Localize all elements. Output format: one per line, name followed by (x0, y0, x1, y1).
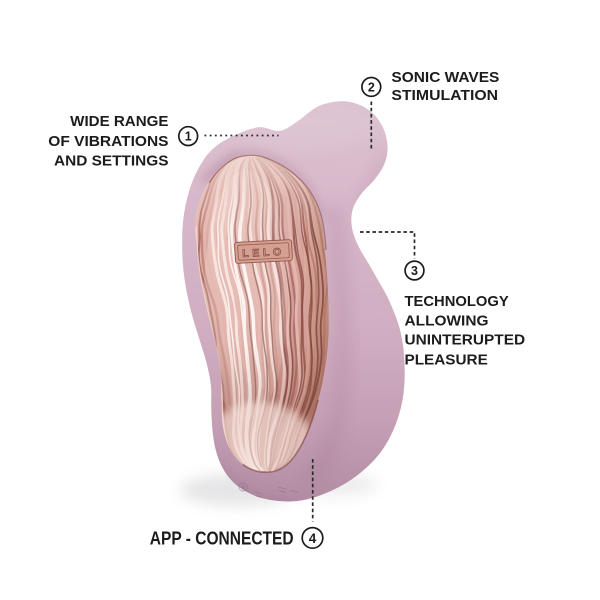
svg-text:1: 1 (185, 130, 192, 144)
svg-text:3: 3 (411, 264, 418, 278)
svg-text:APP - CONNECTED: APP - CONNECTED (150, 528, 294, 548)
svg-text:AND SETTINGS: AND SETTINGS (54, 153, 169, 170)
svg-text:WIDE RANGE: WIDE RANGE (70, 113, 168, 130)
svg-text:PLEASURE: PLEASURE (405, 351, 488, 368)
svg-text:OF VIBRATIONS: OF VIBRATIONS (48, 133, 168, 150)
svg-text:4: 4 (309, 531, 317, 546)
svg-text:ALLOWING: ALLOWING (405, 312, 489, 329)
svg-text:STIMULATION: STIMULATION (391, 87, 498, 104)
svg-text:SONIC WAVES: SONIC WAVES (391, 69, 499, 86)
svg-text:UNINTERUPTED: UNINTERUPTED (405, 332, 526, 349)
svg-text:TECHNOLOGY: TECHNOLOGY (405, 293, 509, 310)
svg-text:LELO: LELO (242, 246, 285, 260)
svg-text:2: 2 (368, 80, 375, 94)
